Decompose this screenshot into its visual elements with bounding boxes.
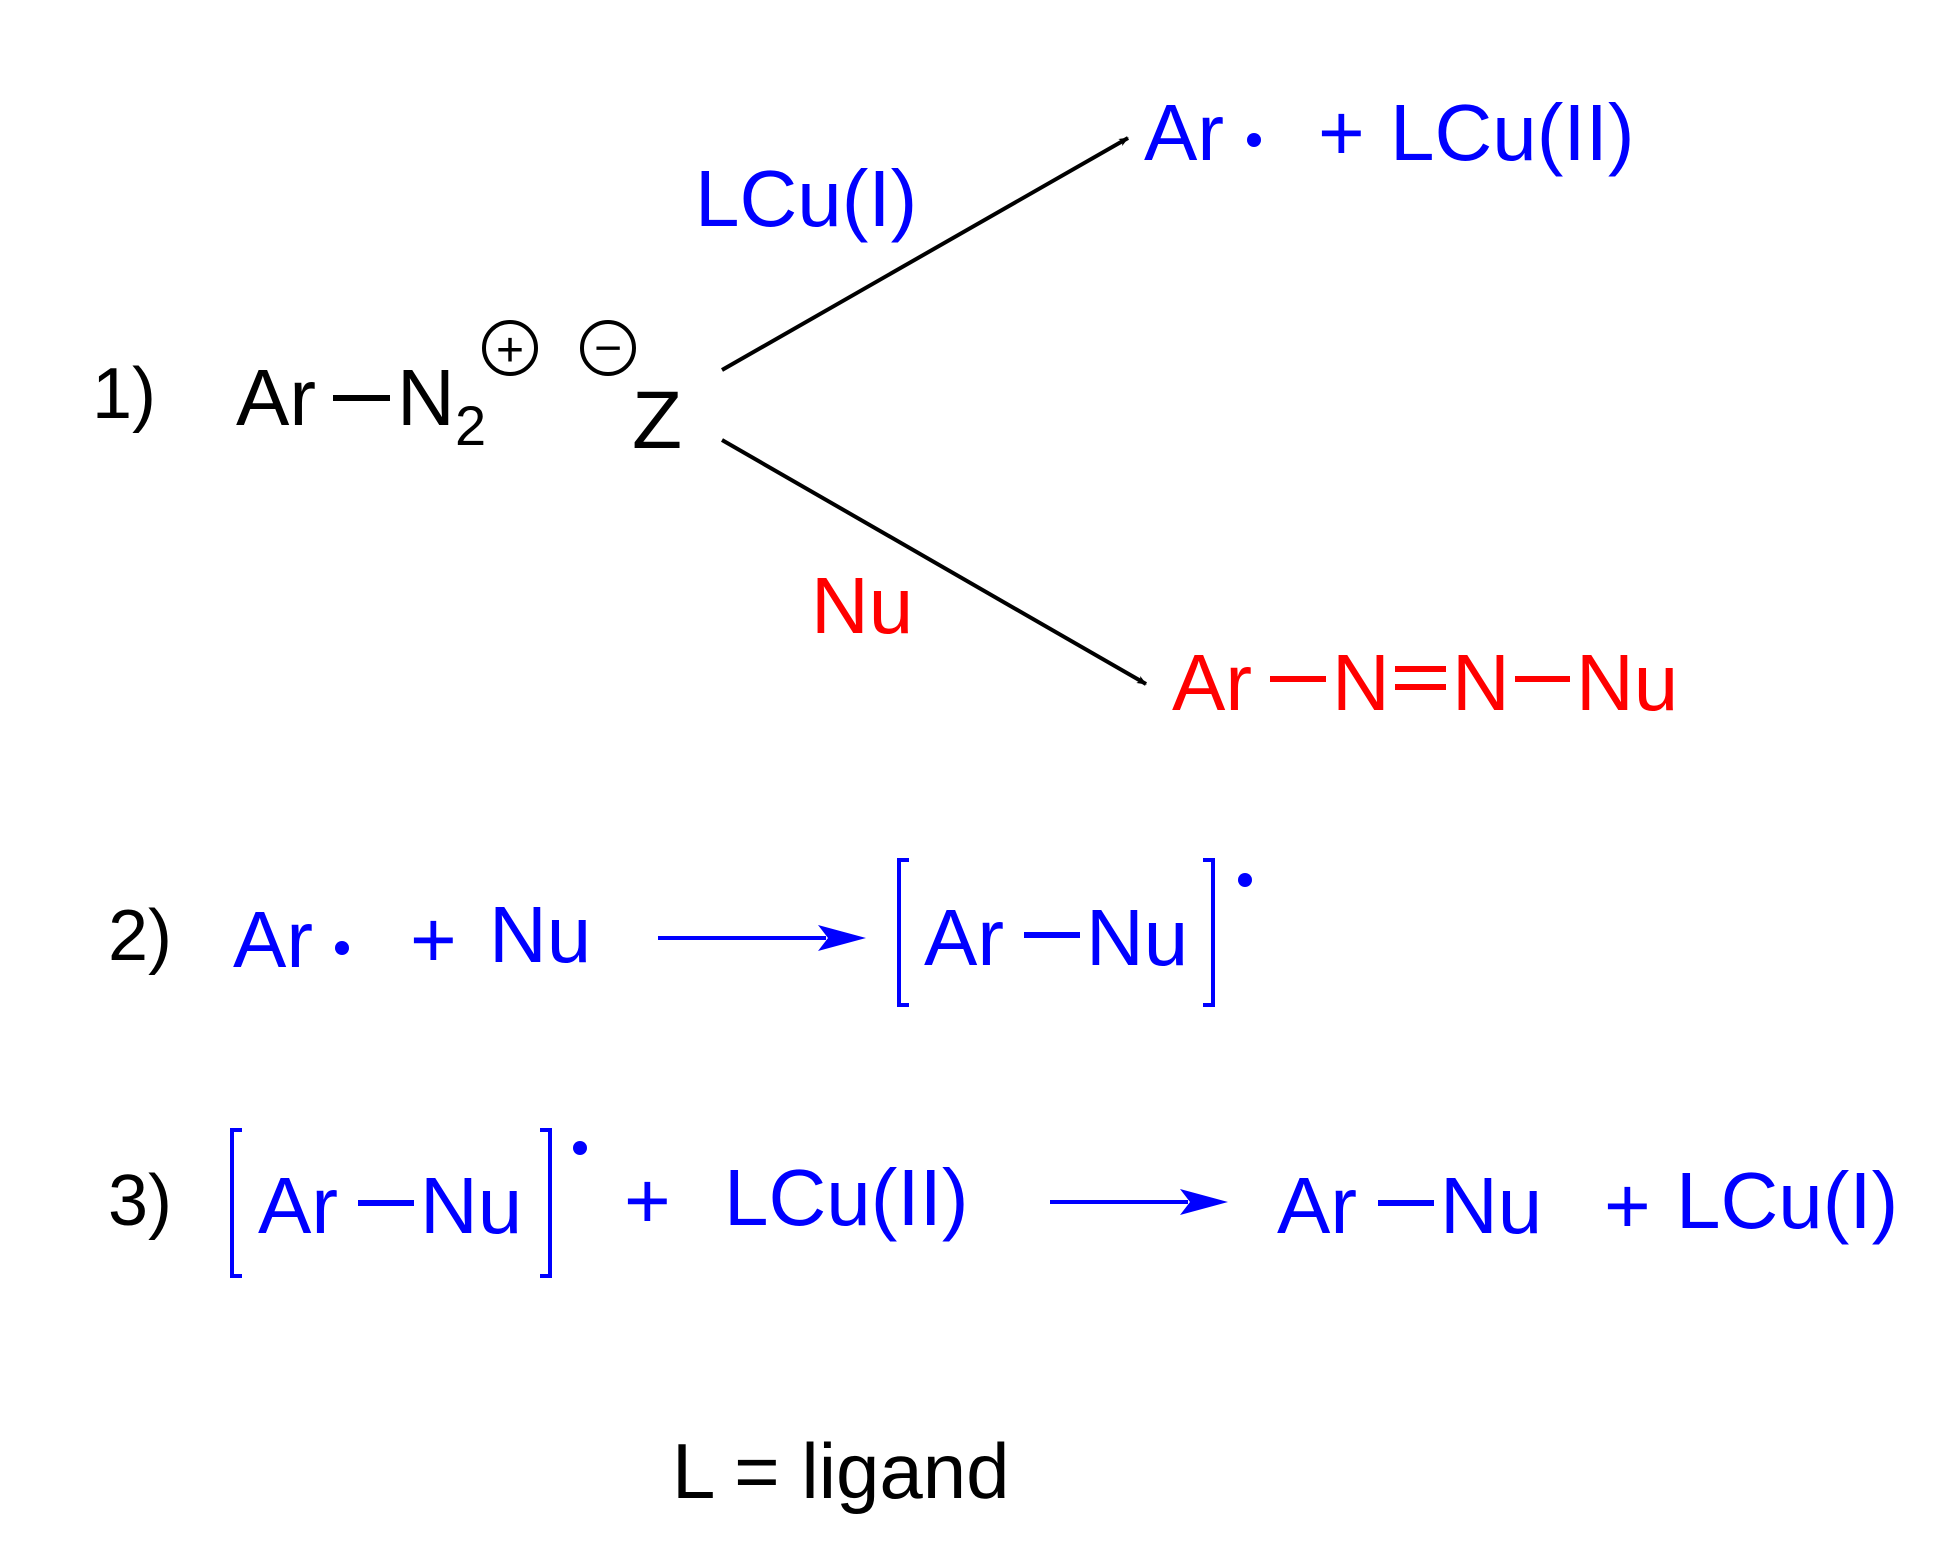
reaction-1: 1) Ar N 2 + − Z LCu(I) Nu Ar + LCu(II) xyxy=(92,88,1678,727)
right-bracket xyxy=(1203,858,1215,1007)
nucleophile: Nu xyxy=(489,890,591,979)
forward-arrow xyxy=(1050,1189,1228,1215)
left-bracket xyxy=(230,1128,242,1278)
triazene-nitrogen-2: N xyxy=(1452,638,1510,727)
aryl-group: Ar xyxy=(236,353,316,442)
left-bracket xyxy=(897,858,909,1007)
copper-ii-reagent: LCu(II) xyxy=(724,1153,969,1242)
diazonium-salt: Ar N 2 + − Z xyxy=(236,320,682,466)
product-nucleophile: Nu xyxy=(1440,1161,1542,1250)
negative-charge-icon: − xyxy=(580,320,636,376)
reaction-3: 3) Ar Nu + LCu(II) Ar Nu + LCu(I) xyxy=(108,1128,1898,1278)
triazene-aryl: Ar xyxy=(1172,638,1252,727)
radical-adduct: Ar Nu xyxy=(897,858,1252,1007)
triazene-nitrogen-1: N xyxy=(1332,638,1390,727)
radical-pathway-products: Ar + LCu(II) xyxy=(1144,88,1635,177)
adduct-nucleophile: Nu xyxy=(1086,893,1188,982)
reaction-2-number: 2) xyxy=(108,896,172,976)
reaction-2: 2) Ar + Nu Ar Nu xyxy=(108,858,1252,1007)
svg-text:+: + xyxy=(496,324,524,377)
plus-sign: + xyxy=(624,1156,671,1245)
adduct-aryl: Ar xyxy=(258,1161,338,1250)
adduct-aryl: Ar xyxy=(924,893,1004,982)
upper-branch-arrow xyxy=(721,136,1129,372)
plus-sign: + xyxy=(1318,88,1365,177)
reaction-1-number: 1) xyxy=(92,354,156,434)
radical-dot-icon xyxy=(1238,873,1252,887)
copper-ii-product: LCu(II) xyxy=(1390,88,1635,177)
radical-adduct: Ar Nu xyxy=(230,1128,587,1278)
nitrogen-subscript: 2 xyxy=(455,394,486,457)
product-aryl: Ar xyxy=(1277,1161,1357,1250)
svg-text:−: − xyxy=(594,322,622,375)
adduct-nucleophile: Nu xyxy=(420,1161,522,1250)
forward-arrow xyxy=(658,925,866,951)
nucleophile-reagent: Nu xyxy=(811,561,913,650)
lower-branch-arrow xyxy=(721,438,1147,686)
positive-charge-icon: + xyxy=(482,320,538,377)
reaction-3-number: 3) xyxy=(108,1161,172,1241)
plus-sign: + xyxy=(1604,1161,1651,1250)
radical-dot-icon xyxy=(335,941,349,955)
copper-i-reagent: LCu(I) xyxy=(695,154,917,243)
nitrogen-atom: N xyxy=(397,353,455,442)
counter-anion: Z xyxy=(632,375,682,466)
radical-dot-icon xyxy=(573,1141,587,1155)
aryl-radical: Ar xyxy=(233,895,313,984)
triazene-nucleophile: Nu xyxy=(1576,638,1678,727)
aryl-radical: Ar xyxy=(1144,88,1224,177)
plus-sign: + xyxy=(410,895,457,984)
triazene-product: Ar N N Nu xyxy=(1172,638,1678,727)
right-bracket xyxy=(540,1128,552,1278)
radical-dot-icon xyxy=(1247,133,1261,147)
ligand-legend: L = ligand xyxy=(672,1427,1010,1515)
copper-i-regenerated: LCu(I) xyxy=(1676,1156,1898,1245)
